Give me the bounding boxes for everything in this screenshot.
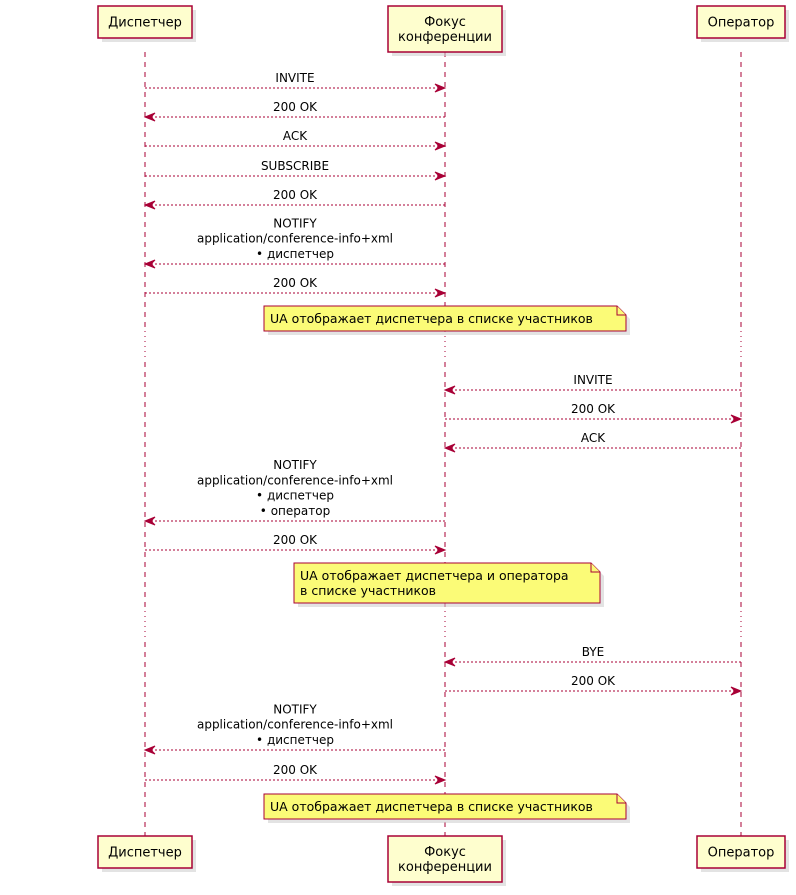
- message-arrowhead: [434, 141, 447, 151]
- message-label: ACK: [283, 129, 308, 143]
- message-arrowhead: [434, 775, 447, 785]
- message-arrowhead: [434, 288, 447, 298]
- message-arrowhead: [730, 414, 743, 424]
- message-label: 200 OK: [273, 188, 318, 202]
- message-label: • оператор: [260, 504, 330, 518]
- participant-box-dispatcher-bottom: [97, 835, 193, 869]
- message-arrowhead: [143, 112, 156, 122]
- participant-label-operator-top: Оператор: [708, 16, 775, 31]
- message-label: ACK: [581, 431, 606, 445]
- message-label: • диспетчер: [256, 247, 334, 261]
- message-label: application/conference-info+xml: [197, 232, 393, 246]
- message-label: 200 OK: [273, 763, 318, 777]
- note-fold: [616, 794, 626, 804]
- delay-gap: [442, 331, 448, 359]
- participant-label-dispatcher-bottom: Диспетчер: [108, 846, 182, 861]
- message-arrowhead: [443, 443, 456, 453]
- message-arrowhead: [434, 83, 447, 93]
- delay-gap: [738, 611, 744, 639]
- note-label: в списке участников: [300, 583, 436, 598]
- message-arrowhead: [443, 385, 456, 395]
- message-arrowhead: [143, 745, 156, 755]
- participant-box-dispatcher-top: [97, 5, 193, 39]
- note-fold: [590, 563, 600, 573]
- participant-box-focus-top: [387, 5, 503, 53]
- participant-label-dispatcher-top: Диспетчер: [108, 16, 182, 31]
- participant-box-operator-top: [696, 5, 786, 39]
- message-label: NOTIFY: [273, 458, 317, 472]
- participant-label-focus-top: конференции: [398, 30, 492, 45]
- delay-gap: [142, 611, 148, 639]
- note: [263, 793, 627, 820]
- message-arrowhead: [143, 200, 156, 210]
- message-label: application/conference-info+xml: [197, 718, 393, 732]
- participant-label-focus-bottom: Фокус: [424, 845, 466, 860]
- message-label: 200 OK: [273, 276, 318, 290]
- participant-label-operator-bottom: Оператор: [708, 846, 775, 861]
- message-label: NOTIFY: [273, 216, 317, 230]
- message-label: • диспетчер: [256, 733, 334, 747]
- message-label: INVITE: [275, 71, 314, 85]
- note-label: UA отображает диспетчера в списке участн…: [270, 311, 593, 326]
- message-label: 200 OK: [273, 533, 318, 547]
- note-label: UA отображает диспетчера в списке участн…: [270, 799, 593, 814]
- message-arrowhead: [434, 545, 447, 555]
- message-label: SUBSCRIBE: [261, 159, 329, 173]
- participant-label-focus-bottom: конференции: [398, 860, 492, 875]
- delay-gap: [442, 611, 448, 639]
- delay-gap: [738, 331, 744, 359]
- note: [293, 562, 601, 604]
- note: [263, 305, 627, 332]
- message-label: application/conference-info+xml: [197, 473, 393, 487]
- participant-label-focus-top: Фокус: [424, 15, 466, 30]
- message-label: • диспетчер: [256, 489, 334, 503]
- message-label: NOTIFY: [273, 702, 317, 716]
- message-label: 200 OK: [273, 100, 318, 114]
- participant-box-operator-bottom: [696, 835, 786, 869]
- message-arrowhead: [443, 657, 456, 667]
- note-fold: [616, 306, 626, 316]
- message-arrowhead: [434, 171, 447, 181]
- message-label: 200 OK: [571, 402, 616, 416]
- note-label: UA отображает диспетчера и оператора: [300, 568, 569, 583]
- message-arrowhead: [143, 259, 156, 269]
- message-label: INVITE: [573, 373, 612, 387]
- message-arrowhead: [143, 516, 156, 526]
- message-label: BYE: [582, 645, 605, 659]
- participant-box-focus-bottom: [387, 835, 503, 883]
- message-arrowhead: [730, 686, 743, 696]
- message-label: 200 OK: [571, 674, 616, 688]
- delay-gap: [142, 331, 148, 359]
